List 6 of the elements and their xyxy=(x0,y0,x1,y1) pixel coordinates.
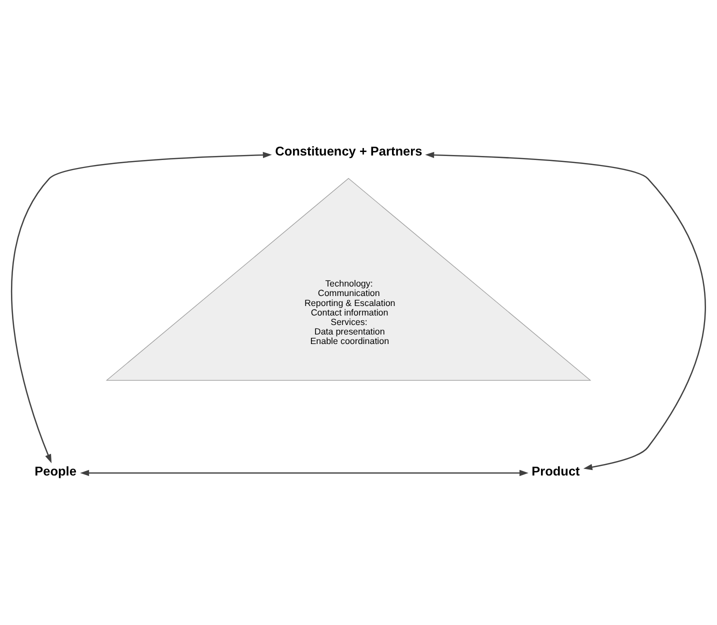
arrow xyxy=(425,151,706,470)
arrow xyxy=(80,469,528,476)
arrow xyxy=(11,151,272,463)
node-text: People xyxy=(34,463,76,478)
node-text: Product xyxy=(532,463,580,478)
node-text: Constituency + Partners xyxy=(275,143,422,158)
